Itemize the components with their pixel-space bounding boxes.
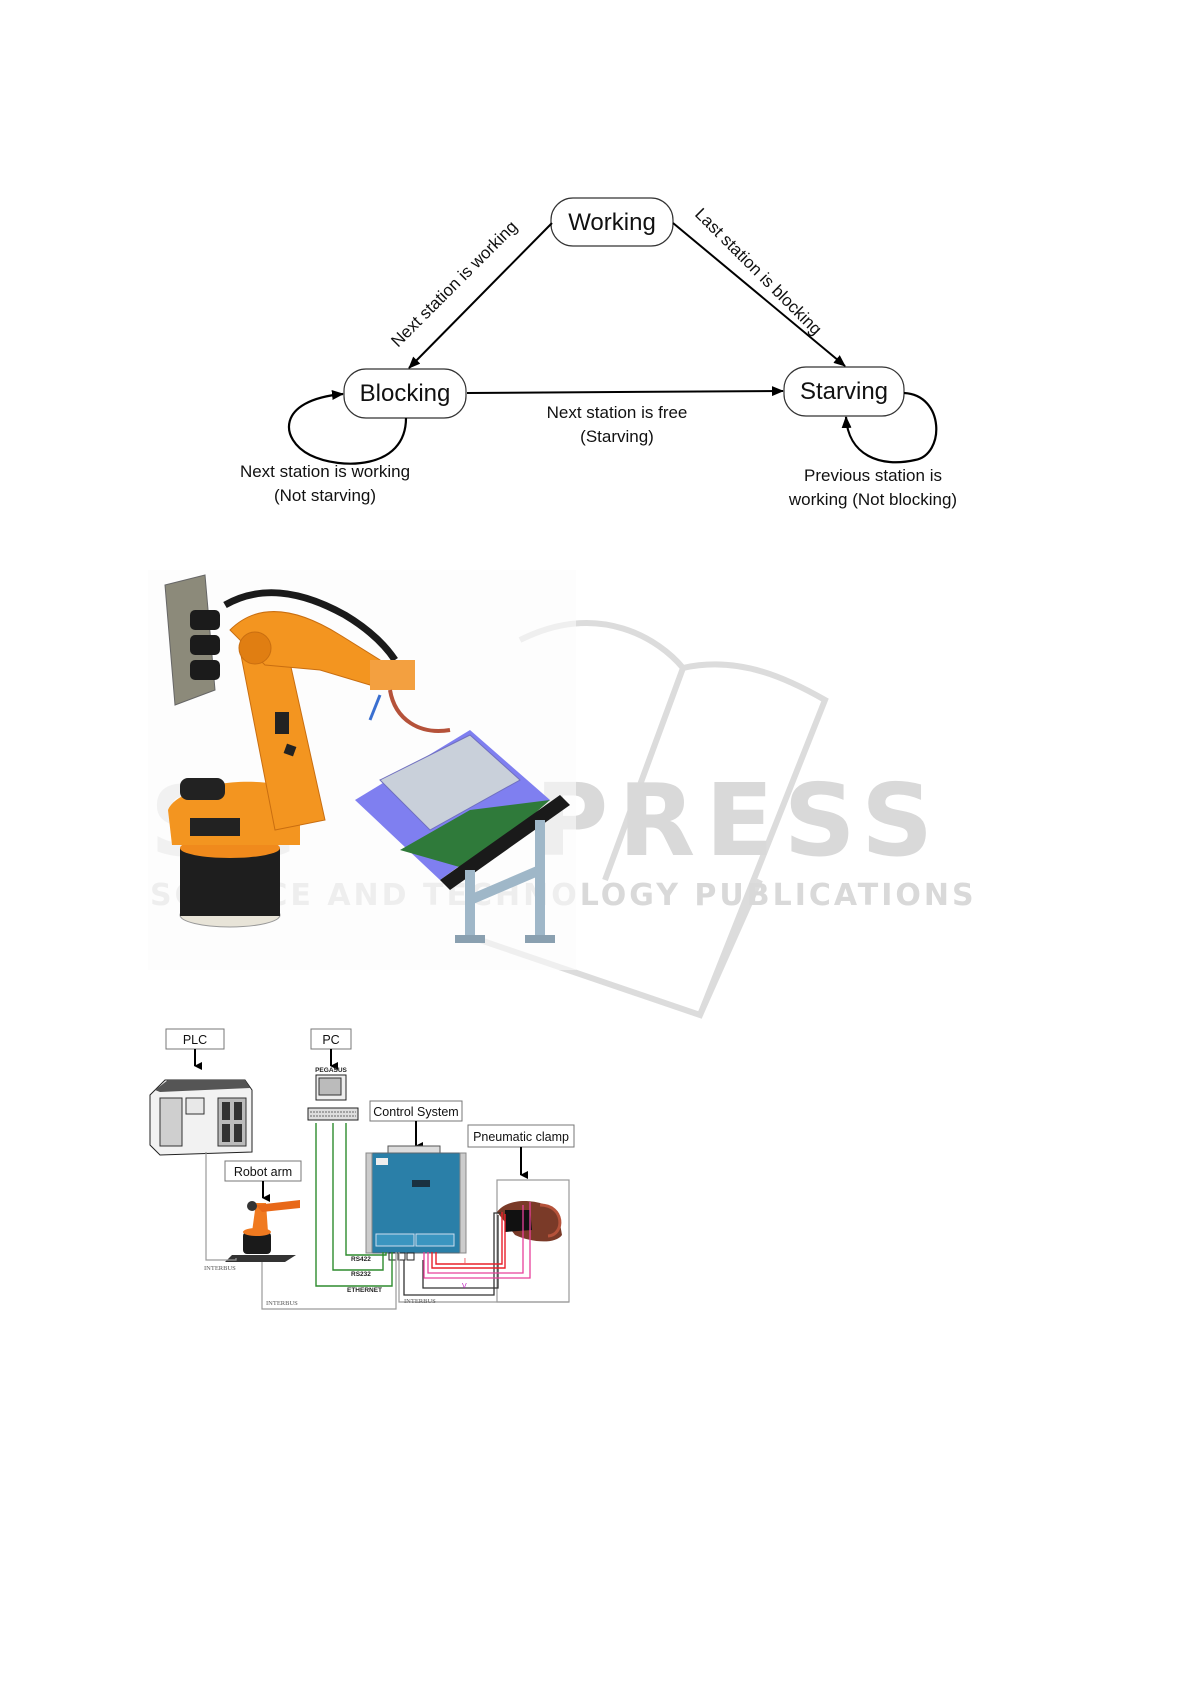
watermark-brand: PRESS [535, 762, 943, 879]
current-line-2 [431, 1214, 506, 1269]
state-label-working: Working [568, 209, 656, 236]
welding-fixture [355, 730, 570, 943]
rs422-line [345, 1123, 387, 1256]
robot-welding-gun [368, 660, 451, 733]
robot-counterweight [164, 574, 220, 706]
pc-computer-icon: PEGASUS [307, 1067, 359, 1121]
voltage-line-2 [423, 1202, 531, 1279]
interbus-plc-label: INTERBUS [204, 1265, 236, 1272]
edge-label-blocking-loop-line1: Next station is working [240, 462, 410, 481]
pc-label: PC [322, 1033, 339, 1047]
state-label-blocking: Blocking [360, 380, 451, 407]
power-line-2 [422, 1215, 499, 1289]
robot-arm-label-box: Robot arm [224, 1160, 302, 1202]
state-label-starving: Starving [800, 378, 888, 405]
edge-label-blocking-to-starving-line1: Next station is free [547, 403, 688, 422]
rs232-line [332, 1123, 384, 1271]
interbus-clamp-label: INTERBUS [404, 1298, 436, 1305]
serial-links: RS422 RS232 ETHERNET [315, 1123, 393, 1294]
plc-label-box: PLC [165, 1028, 225, 1070]
edge-label-blocking-loop-line2: (Not starving) [274, 486, 376, 505]
control-system-device [365, 1145, 467, 1261]
edge-blocking-self-loop [287, 389, 408, 465]
current-label: I [464, 1258, 466, 1265]
interbus-clamp-line [398, 1252, 569, 1303]
edge-starving-self-loop [841, 391, 938, 464]
pneumatic-clamp-icon [496, 1179, 570, 1303]
state-node-working: Working [550, 197, 674, 247]
edge-label-starving-loop-line2: working (Not blocking) [788, 490, 957, 509]
pc-brand-label: PEGASUS [315, 1067, 347, 1074]
ethernet-label: ETHERNET [347, 1287, 382, 1294]
state-node-blocking: Blocking [343, 368, 467, 419]
edge-label-blocking-to-starving-line2: (Starving) [580, 427, 654, 446]
pneumatic-clamp-label: Pneumatic clamp [473, 1130, 569, 1144]
pneumatic-clamp-label-box: Pneumatic clamp [467, 1124, 575, 1179]
voltage-label: V [462, 1283, 467, 1290]
interbus-links: INTERBUS INTERBUS INTERBUS [204, 1152, 569, 1310]
pc-label-box: PC [310, 1028, 352, 1070]
edge-blocking-to-starving [466, 386, 784, 397]
watermark-logo-inner [602, 666, 763, 1017]
robot-base [168, 778, 300, 928]
control-system-label-box: Control System [369, 1100, 463, 1150]
control-system-label: Control System [373, 1105, 458, 1119]
plc-label: PLC [183, 1033, 207, 1047]
power-line-1 [403, 1212, 502, 1296]
voltage-line-1 [427, 1205, 524, 1274]
interbus-robot-line [261, 1252, 397, 1310]
rs422-label: RS422 [351, 1256, 371, 1263]
plc-device-icon [149, 1079, 253, 1156]
rs232-label: RS232 [351, 1271, 371, 1278]
edge-label-starving-loop-line1: Previous station is [804, 466, 942, 485]
robot-cable [223, 589, 398, 662]
robot-arm-label: Robot arm [234, 1165, 292, 1179]
interbus-plc-line [205, 1152, 237, 1261]
edge-working-to-starving [672, 222, 846, 367]
ethernet-line [315, 1123, 393, 1287]
clamp-links: I V [403, 1202, 531, 1296]
edge-working-to-blocking [408, 222, 553, 369]
current-line-1 [435, 1212, 503, 1265]
robot-arm-icon [225, 1200, 300, 1262]
interbus-robot-label: INTERBUS [266, 1300, 298, 1307]
state-node-starving: Starving [783, 366, 905, 417]
